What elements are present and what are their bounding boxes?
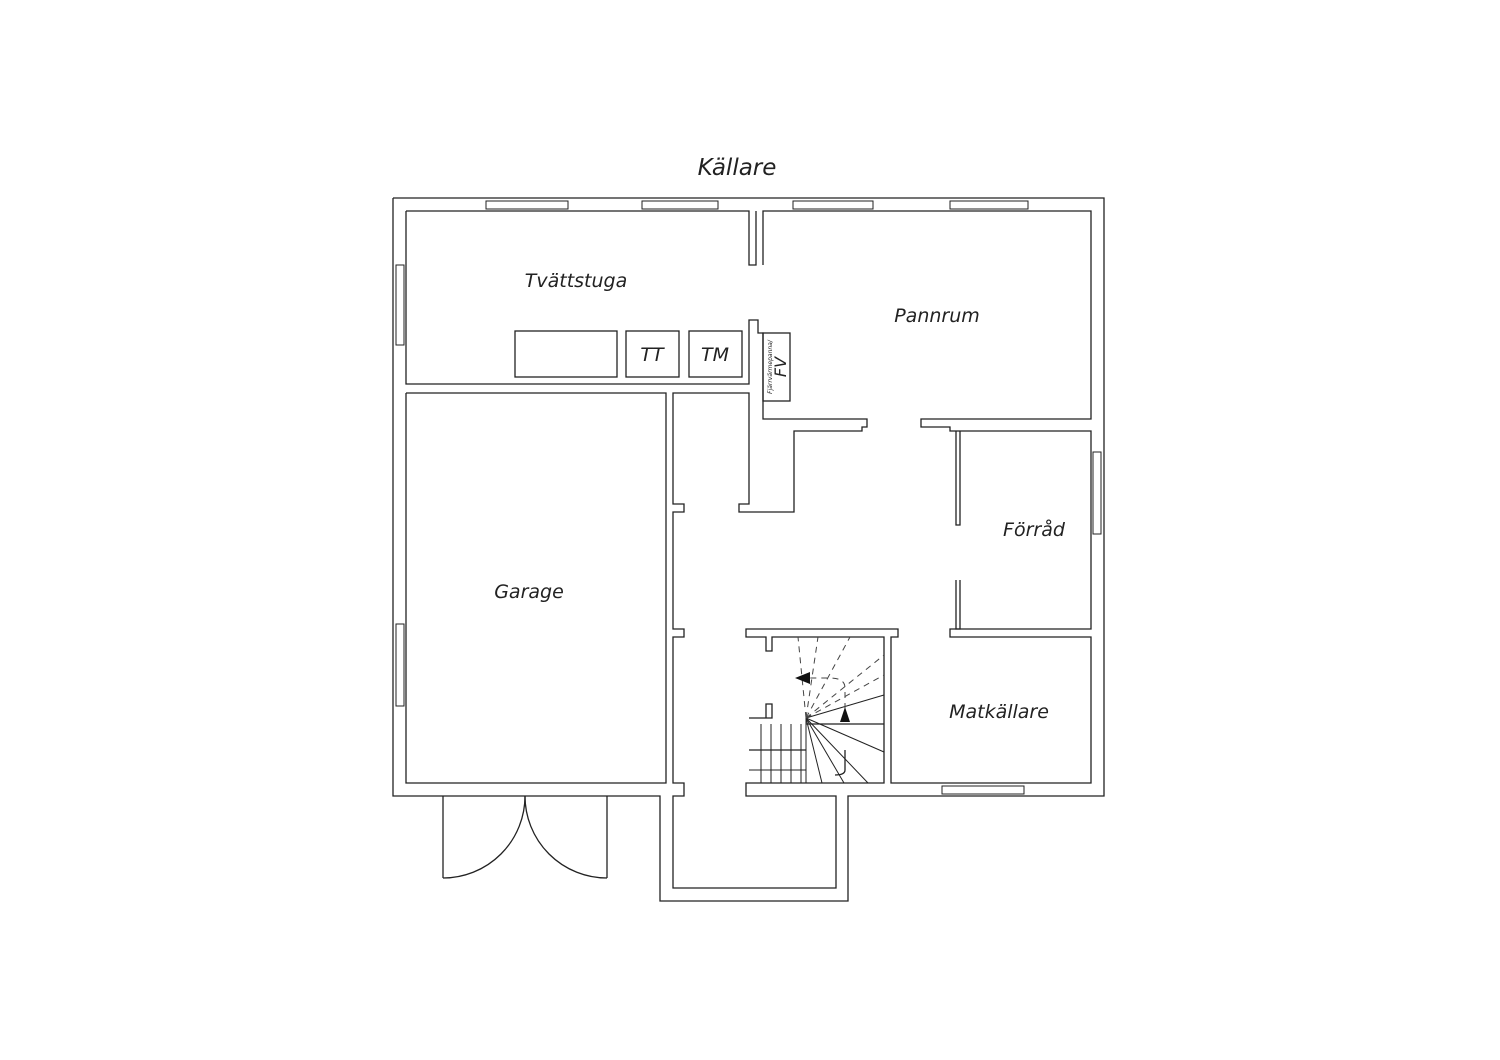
fv-label: FV xyxy=(771,356,790,377)
boiler xyxy=(762,332,791,402)
room-label-matkallare: Matkällare xyxy=(949,701,1049,723)
counter xyxy=(514,330,618,378)
room-label-garage: Garage xyxy=(494,581,564,603)
windows xyxy=(395,200,1102,795)
laundry-fixtures: TT TM FV Fjärrvärmepanna/ xyxy=(514,330,791,402)
washing-machine xyxy=(688,330,743,378)
tm-label: TM xyxy=(701,344,729,366)
room-label-pannrum: Pannrum xyxy=(894,305,980,327)
dryer xyxy=(625,330,680,378)
staircase xyxy=(749,636,885,784)
fv-note: Fjärrvärmepanna/ xyxy=(767,339,774,394)
room-label-tvattstuga: Tvättstuga xyxy=(525,270,628,292)
room-label-forrad: Förråd xyxy=(1003,518,1066,541)
tt-label: TT xyxy=(640,344,665,366)
plan-title: Källare xyxy=(698,155,777,181)
walls xyxy=(392,197,1105,902)
